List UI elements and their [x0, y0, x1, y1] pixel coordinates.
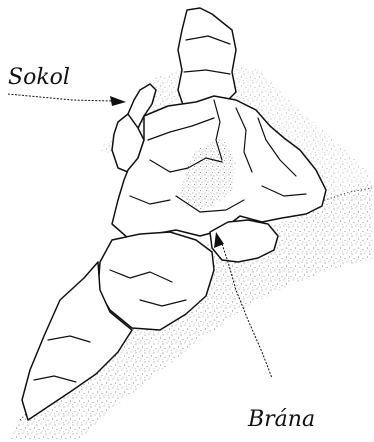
brana-label: Brána [247, 407, 315, 432]
sokol-label: Sokol [8, 65, 70, 90]
rock-pillar-top [178, 8, 236, 108]
sokol-annotation: Sokol [8, 65, 126, 106]
sokol-arrowhead [110, 96, 126, 106]
sokol-leader-line [8, 94, 112, 101]
